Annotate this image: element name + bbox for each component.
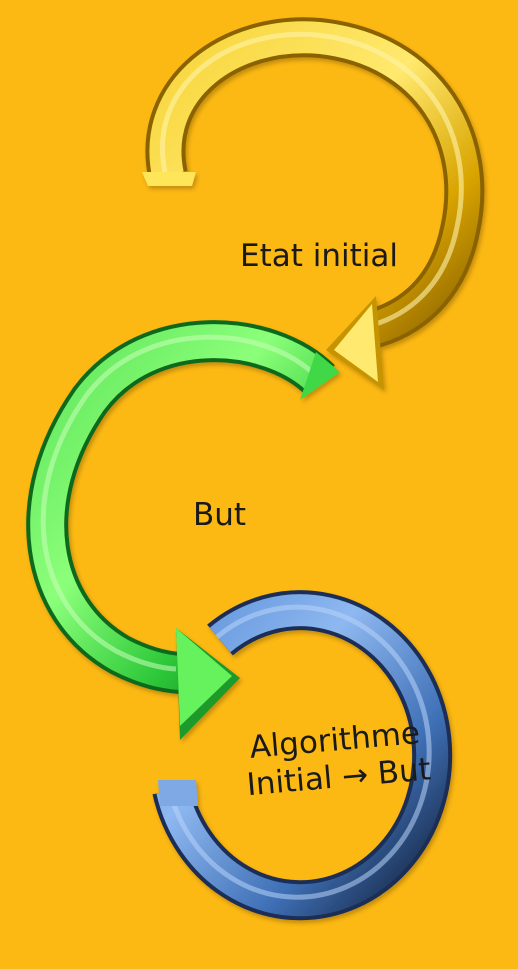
but-arrow [43,337,340,740]
etat-initial-label: Etat initial [240,238,398,275]
but-label: But [193,497,246,534]
algorithme-label: Algorithme Initial → But [248,714,432,802]
